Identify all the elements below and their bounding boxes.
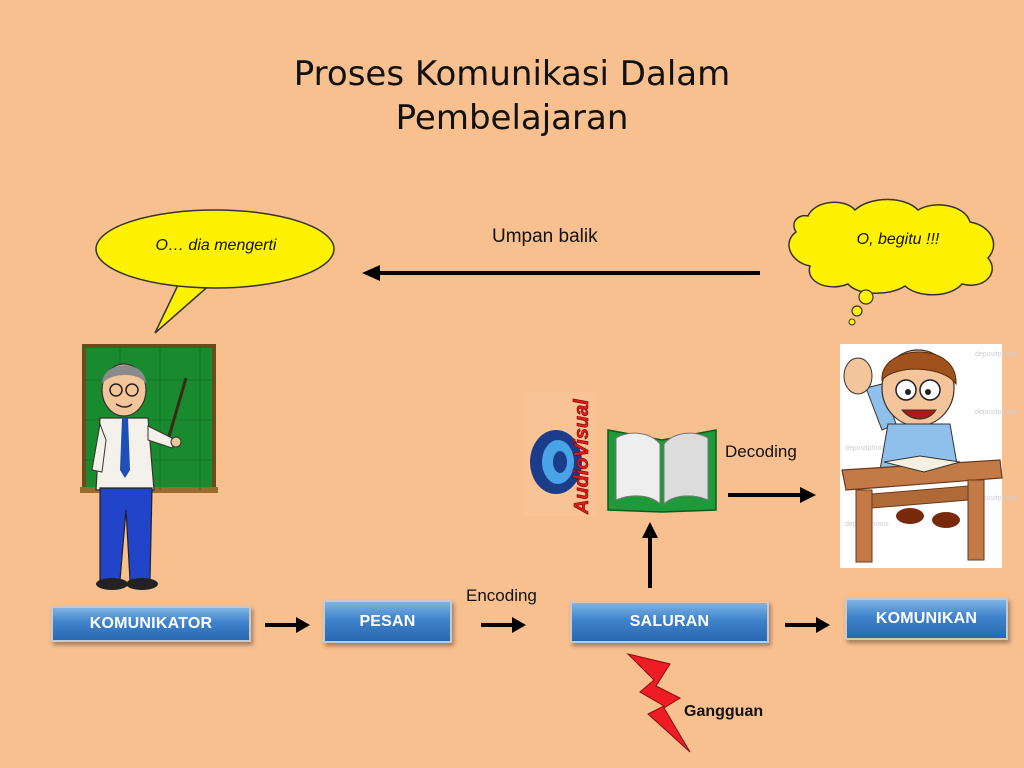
svg-text:depositphotos: depositphotos: [845, 445, 889, 452]
feedback-label: Umpan balik: [492, 226, 598, 247]
student-thought-cloud: [788, 198, 995, 326]
feedback-arrowhead: [362, 265, 380, 281]
communicator-box: KOMUNIKATOR: [51, 606, 251, 642]
student-illustration: depositphotos depositphotos depositphoto…: [840, 344, 1019, 568]
encoding-label: Encoding: [466, 586, 537, 605]
channel-up-arrowhead: [642, 522, 658, 538]
audiovisual-logo: AudioVisual: [524, 392, 596, 516]
flow-arrow-3: [785, 617, 830, 633]
teacher-speech-bubble: [95, 209, 335, 334]
title-line-1: Proses Komunikasi Dalam: [293, 54, 731, 94]
book-icon: [607, 429, 717, 513]
teacher-illustration: [80, 344, 218, 590]
teacher-speech-text: O… dia mengerti: [155, 237, 277, 254]
message-box: PESAN: [323, 600, 452, 643]
svg-text:depositphotos: depositphotos: [975, 351, 1019, 358]
svg-text:depositphotos: depositphotos: [975, 495, 1019, 502]
flow-arrow-1: [265, 617, 310, 633]
flow-arrow-2: [481, 617, 526, 633]
student-speech-text: O, begitu !!!: [856, 231, 940, 248]
audiovisual-logo-text: AudioVisual: [571, 399, 593, 515]
page-title: Proses Komunikasi Dalam Pembelajaran: [212, 52, 812, 140]
noise-label: Gangguan: [684, 703, 764, 720]
decoding-label: Decoding: [725, 442, 797, 461]
receiver-box: KOMUNIKAN: [845, 598, 1008, 640]
title-line-2: Pembelajaran: [395, 98, 629, 138]
svg-text:depositphotos: depositphotos: [975, 409, 1019, 416]
decoding-arrowhead: [800, 487, 816, 503]
channel-box: SALURAN: [570, 601, 769, 643]
lightning-icon: [626, 653, 691, 753]
